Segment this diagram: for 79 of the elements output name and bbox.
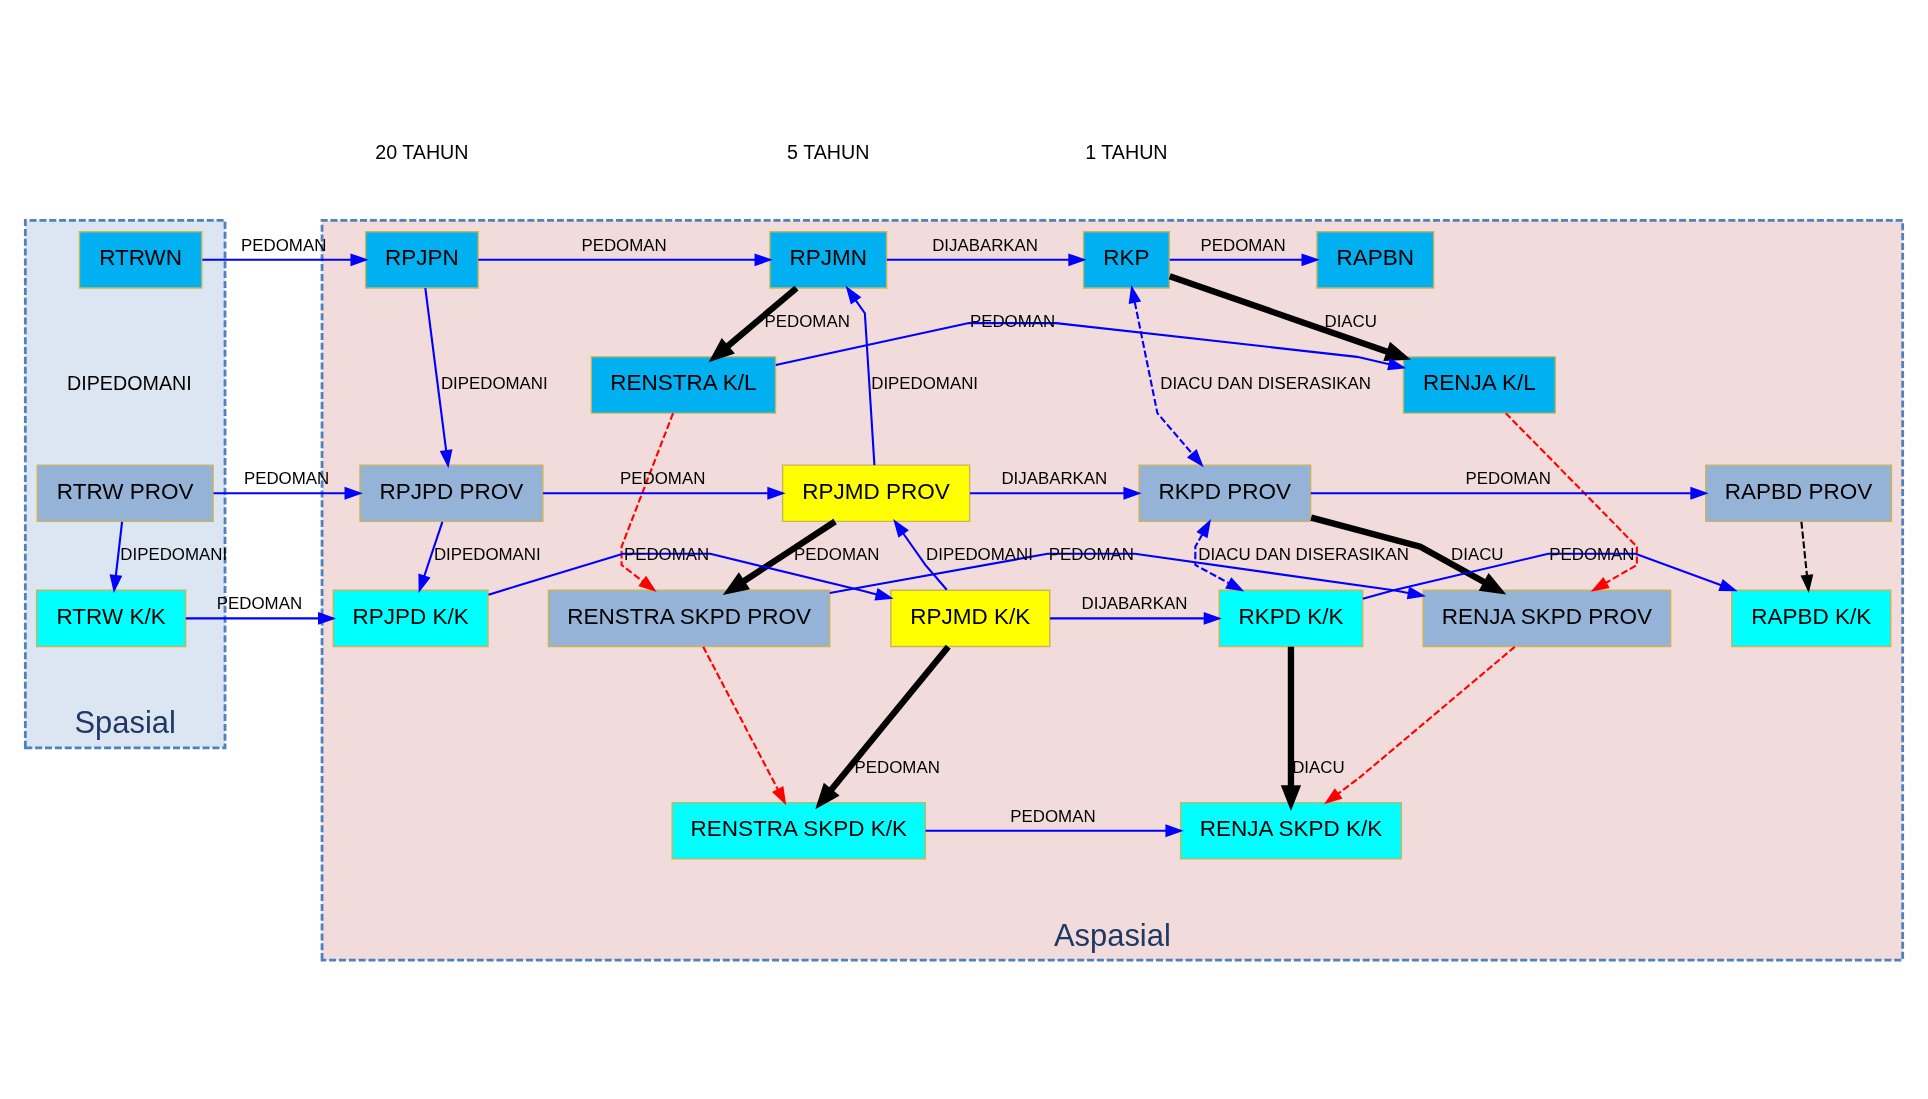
label: 20 TAHUN bbox=[375, 140, 469, 163]
node-box: RAPBD PROV bbox=[1705, 464, 1893, 523]
arrow bbox=[775, 322, 1407, 371]
arrow bbox=[1505, 412, 1638, 592]
arrow bbox=[886, 253, 1087, 267]
node-box: RKPD K/K bbox=[1218, 589, 1364, 648]
arrow bbox=[708, 285, 799, 363]
edge-label: PEDOMAN bbox=[1465, 469, 1551, 489]
node-box: RENJA K/L bbox=[1402, 356, 1557, 414]
arrow bbox=[1194, 519, 1245, 592]
edge-label: PEDOMAN bbox=[581, 235, 667, 255]
node-box: RPJPN bbox=[364, 231, 479, 289]
arrow bbox=[970, 486, 1142, 500]
node-box: RPJPD K/K bbox=[332, 589, 489, 648]
node-box: RENJA SKPD K/K bbox=[1179, 801, 1403, 860]
node-box: RTRW K/K bbox=[35, 589, 187, 648]
arrow bbox=[1324, 646, 1516, 805]
edge-label: DIPEDOMANI bbox=[120, 545, 228, 565]
edge-label: DIJABARKAN bbox=[1001, 469, 1108, 489]
arrow bbox=[1169, 253, 1320, 267]
edge-label: DIJABARKAN bbox=[932, 235, 1039, 255]
arrow bbox=[213, 486, 363, 500]
node-box: RPJMD PROV bbox=[781, 464, 971, 523]
edge-label: PEDOMAN bbox=[620, 469, 706, 489]
edge-label: PEDOMAN bbox=[794, 545, 880, 565]
arrow bbox=[1310, 486, 1709, 500]
arrow bbox=[815, 644, 951, 810]
node-box: RPJMN bbox=[769, 231, 888, 289]
edge-label: DIACU bbox=[1451, 545, 1504, 565]
arrow bbox=[109, 521, 124, 594]
node-box: RENSTRA SKPD K/K bbox=[671, 801, 927, 860]
label: 1 TAHUN bbox=[1085, 140, 1168, 163]
arrow bbox=[1128, 284, 1204, 468]
edge-label: DIPEDOMANI bbox=[433, 545, 541, 565]
arrow bbox=[1280, 646, 1302, 812]
node-box: RENSTRA K/L bbox=[590, 356, 777, 414]
node-box: RENSTRA SKPD PROV bbox=[547, 589, 831, 648]
arrow bbox=[620, 412, 675, 592]
node-box: RKPD PROV bbox=[1138, 464, 1312, 523]
arrow bbox=[1800, 521, 1814, 594]
arrow bbox=[845, 285, 876, 466]
edge-label: DIACU bbox=[1324, 311, 1377, 331]
node-box: RPJPD PROV bbox=[359, 464, 544, 523]
edge-label: DIACU DAN DISERASIKAN bbox=[1160, 374, 1372, 394]
edge-label: DIPEDOMANI bbox=[871, 374, 979, 394]
node-box: RTRWN bbox=[78, 231, 203, 289]
arrow bbox=[424, 288, 453, 469]
edge-label: PEDOMAN bbox=[854, 757, 940, 777]
node-box: RPJMD K/K bbox=[890, 589, 1051, 648]
edge-label: DIPEDOMANI bbox=[440, 374, 548, 394]
arrow bbox=[1168, 273, 1412, 362]
arrow bbox=[1362, 552, 1738, 600]
edge-label: PEDOMAN bbox=[1200, 235, 1286, 255]
node-box: RENJA SKPD PROV bbox=[1422, 589, 1672, 648]
arrow bbox=[1310, 514, 1507, 595]
arrow bbox=[722, 518, 837, 595]
arrow bbox=[1050, 612, 1222, 625]
node-box: RTRW PROV bbox=[36, 464, 214, 523]
arrow bbox=[702, 646, 787, 806]
edge-label: DIJABARKAN bbox=[1081, 594, 1188, 614]
arrow bbox=[543, 486, 786, 500]
edge-label: DIACU DAN DISERASIKAN bbox=[1198, 545, 1410, 565]
arrow bbox=[418, 521, 444, 593]
arrow bbox=[488, 552, 894, 601]
arrow bbox=[829, 552, 1426, 600]
edge-label: PEDOMAN bbox=[1010, 806, 1096, 826]
arrow bbox=[185, 612, 337, 625]
node-box: RAPBN bbox=[1316, 231, 1435, 289]
label: DIPEDOMANI bbox=[67, 372, 192, 395]
arrow bbox=[478, 253, 773, 267]
arrow bbox=[893, 519, 948, 591]
edge-label: PEDOMAN bbox=[764, 311, 850, 331]
edge-label: DIACU bbox=[1292, 757, 1345, 777]
arrow bbox=[925, 824, 1184, 838]
label: 5 TAHUN bbox=[787, 140, 870, 163]
node-box: RKP bbox=[1082, 231, 1170, 289]
node-box: RAPBD K/K bbox=[1731, 589, 1892, 648]
edge-label: DIPEDOMANI bbox=[926, 545, 1033, 565]
arrow bbox=[202, 253, 369, 267]
